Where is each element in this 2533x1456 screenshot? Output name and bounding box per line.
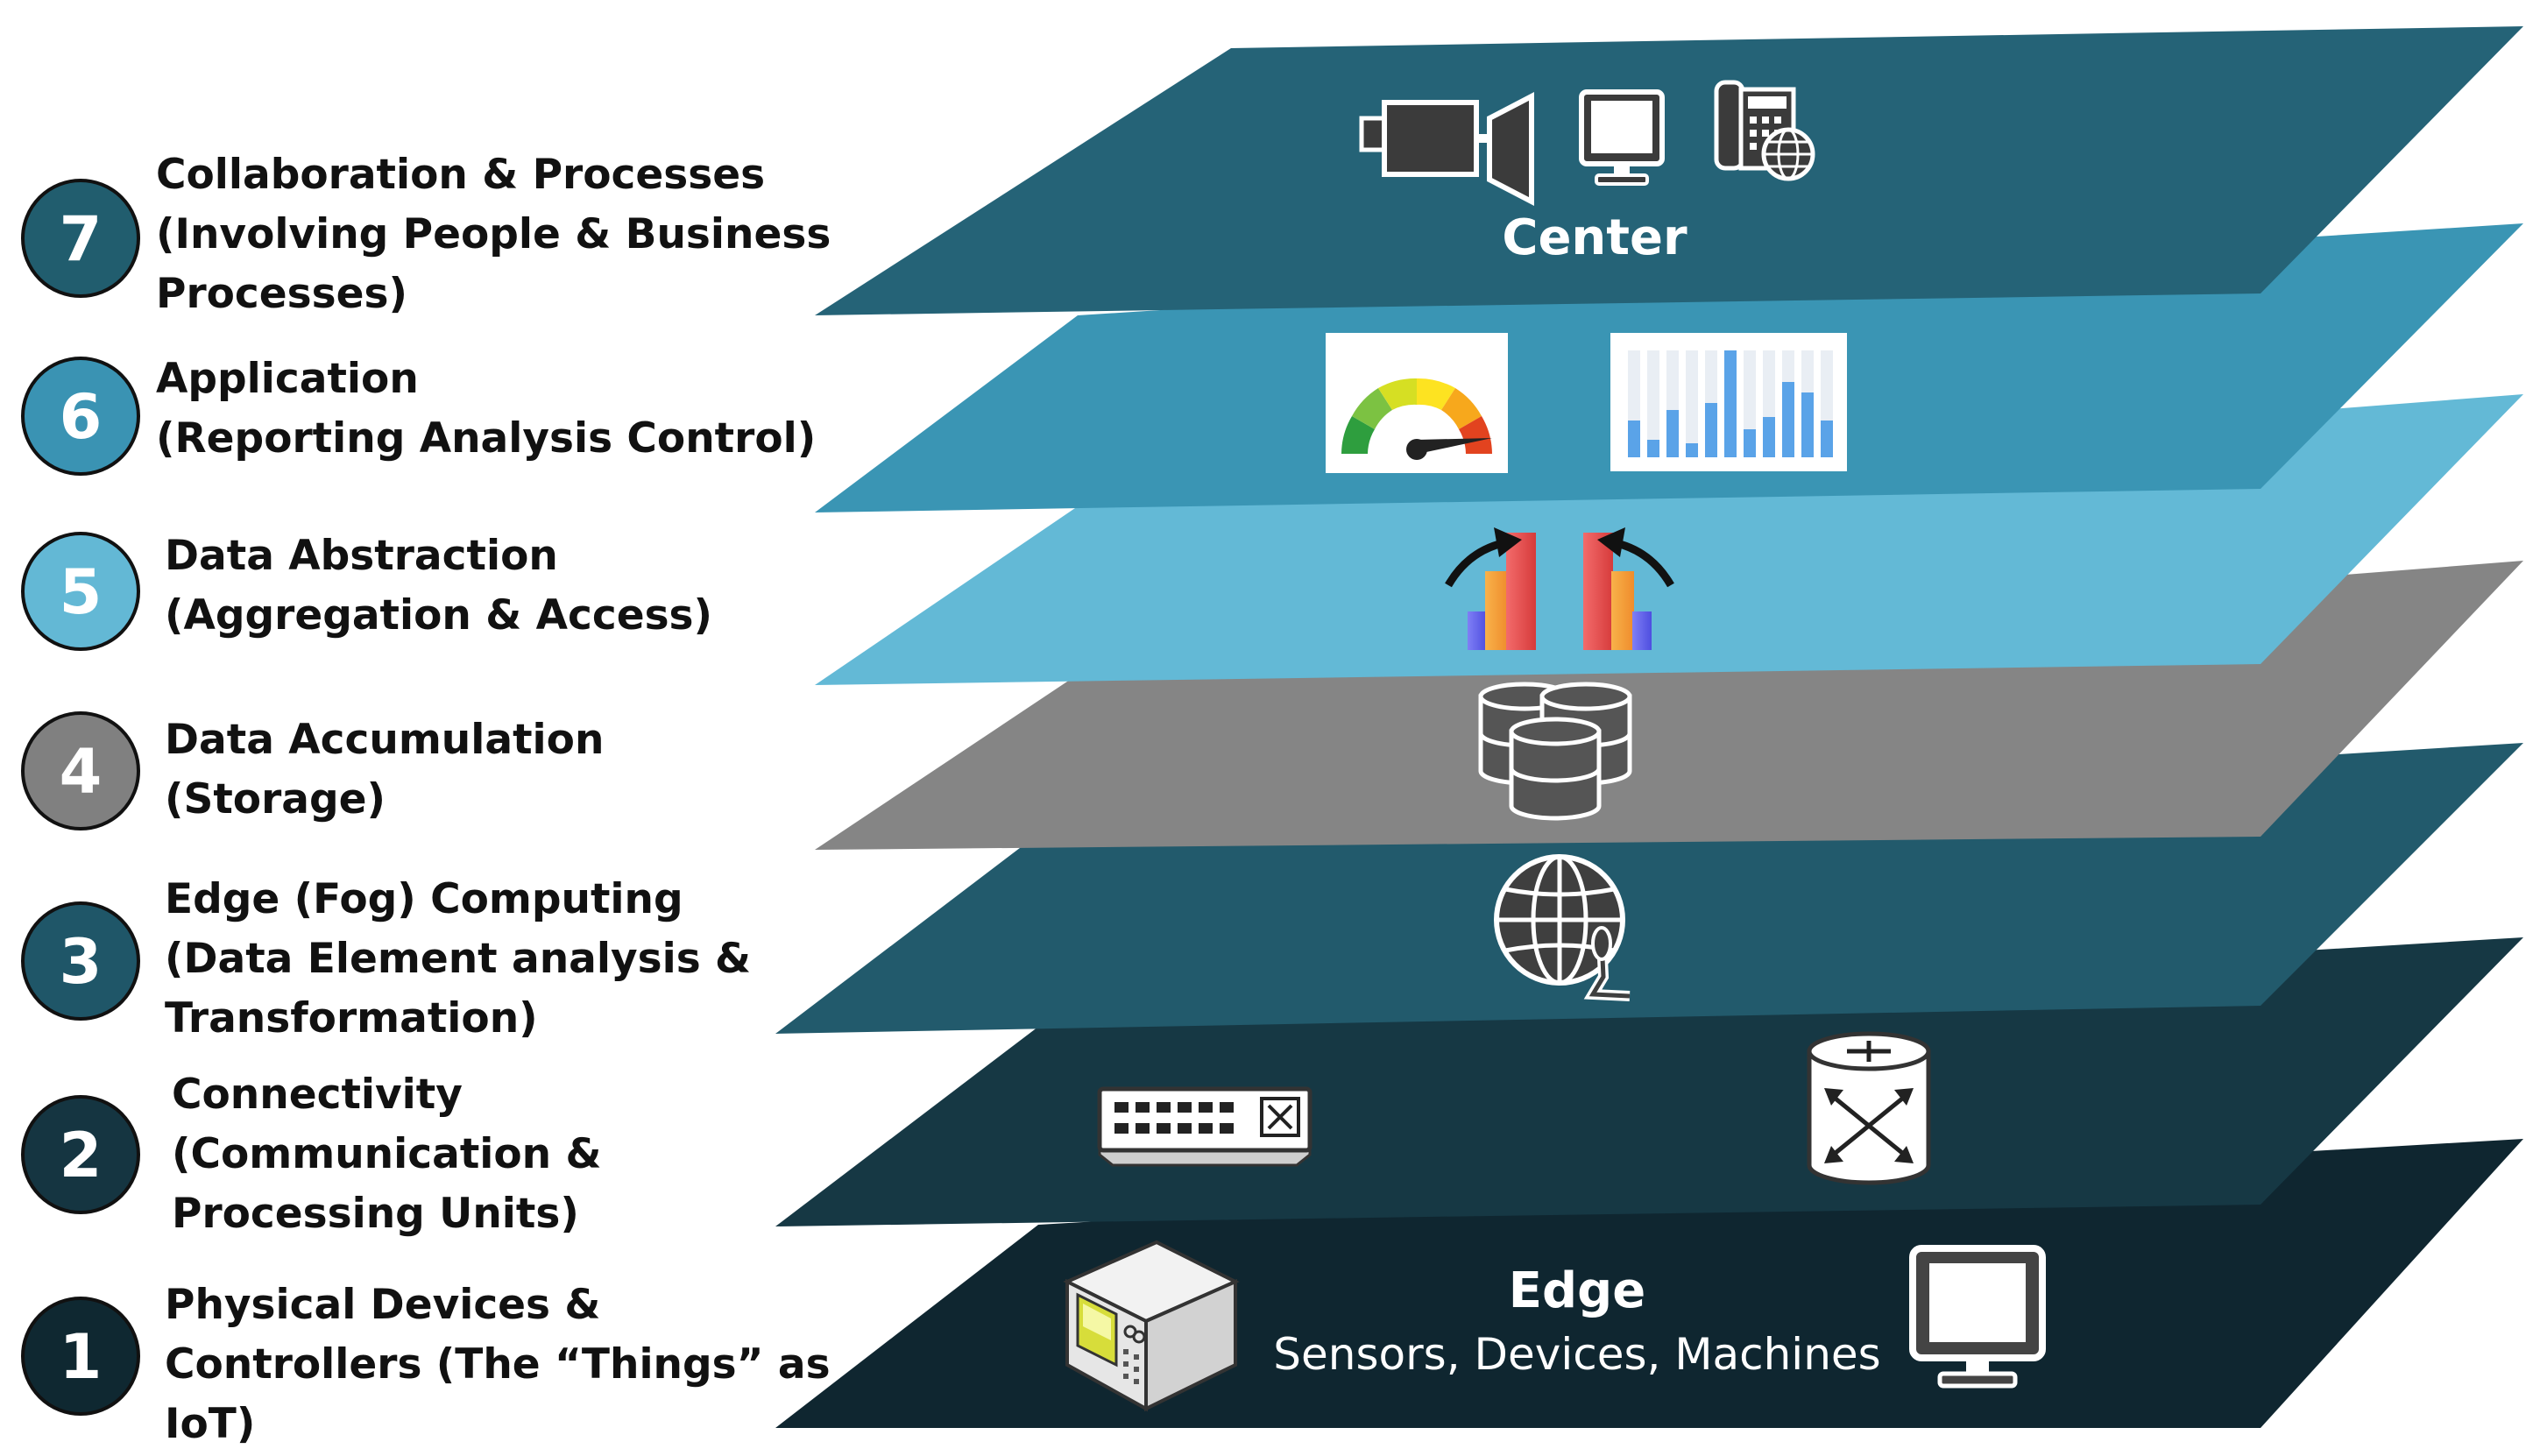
- layer-label-line: (Reporting Analysis Control): [156, 414, 816, 463]
- database-stack-icon: [1478, 682, 1632, 821]
- layer-label-line: Physical Devices &: [165, 1281, 600, 1329]
- layer-label-line: Application: [156, 355, 419, 403]
- layer-number: 7: [60, 203, 103, 275]
- plate-layer-7: [815, 26, 2523, 315]
- video-camera-icon: [1359, 92, 1534, 206]
- layer-label-line: Connectivity: [172, 1071, 463, 1119]
- layer-number: 2: [60, 1120, 103, 1191]
- gauge-icon: [1326, 333, 1508, 473]
- edge-sublabel: Sensors, Devices, Machines: [1273, 1329, 1880, 1380]
- layer-item-4: 4 Data Accumulation (Storage): [21, 711, 604, 830]
- layer-label-line: (Storage): [165, 775, 386, 823]
- layer-number-circle: [21, 1095, 140, 1214]
- router-icon: [1807, 1031, 1931, 1185]
- layer-label-line: (Data Element analysis &: [165, 935, 751, 983]
- edge-label: Edge: [1509, 1262, 1645, 1319]
- layer-number-circle: [21, 901, 140, 1021]
- layer-number-circle: [21, 179, 140, 298]
- layer-label-line: (Involving People & Business: [156, 210, 831, 258]
- layer-number: 1: [60, 1321, 103, 1393]
- layer-label-line: Processes): [156, 270, 407, 318]
- layer-item-6: 6 Application (Reporting Analysis Control): [21, 355, 816, 476]
- layer-number-circle: [21, 357, 140, 476]
- layer-label-line: Data Abstraction: [165, 532, 558, 580]
- layer-number-circle: [21, 1297, 140, 1416]
- layer-item-7: 7 Collaboration & Processes (Involving Peo…: [21, 151, 831, 318]
- layer-label-line: (Aggregation & Access): [165, 591, 712, 640]
- layer-number: 3: [60, 926, 103, 998]
- monitor-icon: [1909, 1245, 2046, 1389]
- ip-phone-icon: [1714, 80, 1815, 181]
- layer-number: 4: [60, 736, 103, 808]
- layer-item-2: 2 Connectivity (Communication & Processing …: [21, 1071, 602, 1238]
- layer-number: 5: [60, 556, 103, 628]
- bar-chart-icon: [1610, 333, 1847, 471]
- globe-fog-icon: [1494, 854, 1631, 1001]
- layer-number-circle: [21, 711, 140, 830]
- layer-number-circle: [21, 532, 140, 651]
- layer-item-3: 3 Edge (Fog) Computing (Data Element analy…: [21, 875, 751, 1043]
- layer-item-1: 1 Physical Devices & Controllers (The “Thi…: [21, 1281, 831, 1448]
- layer-label-line: Controllers (The “Things” as: [165, 1340, 831, 1389]
- layer-label-line: Edge (Fog) Computing: [165, 875, 683, 923]
- aggregation-bars-icon: [1445, 527, 1674, 650]
- layer-label-line: IoT): [165, 1400, 255, 1448]
- layer-label-line: Processing Units): [172, 1190, 579, 1238]
- layer-number: 6: [60, 381, 103, 453]
- device-controller-icon: [1063, 1240, 1240, 1412]
- layer-label-line: Collaboration & Processes: [156, 151, 765, 199]
- center-label: Center: [1502, 209, 1687, 266]
- monitor-icon: [1579, 89, 1665, 186]
- layer-legend: 7 Collaboration & Processes (Involving Peo…: [21, 151, 831, 1448]
- network-switch-icon: [1097, 1086, 1312, 1167]
- layer-label-line: (Communication &: [172, 1130, 602, 1178]
- layer-item-5: 5 Data Abstraction (Aggregation & Access): [21, 532, 712, 651]
- layer-label-line: Data Accumulation: [165, 716, 604, 764]
- layer-label-line: Transformation): [165, 994, 538, 1043]
